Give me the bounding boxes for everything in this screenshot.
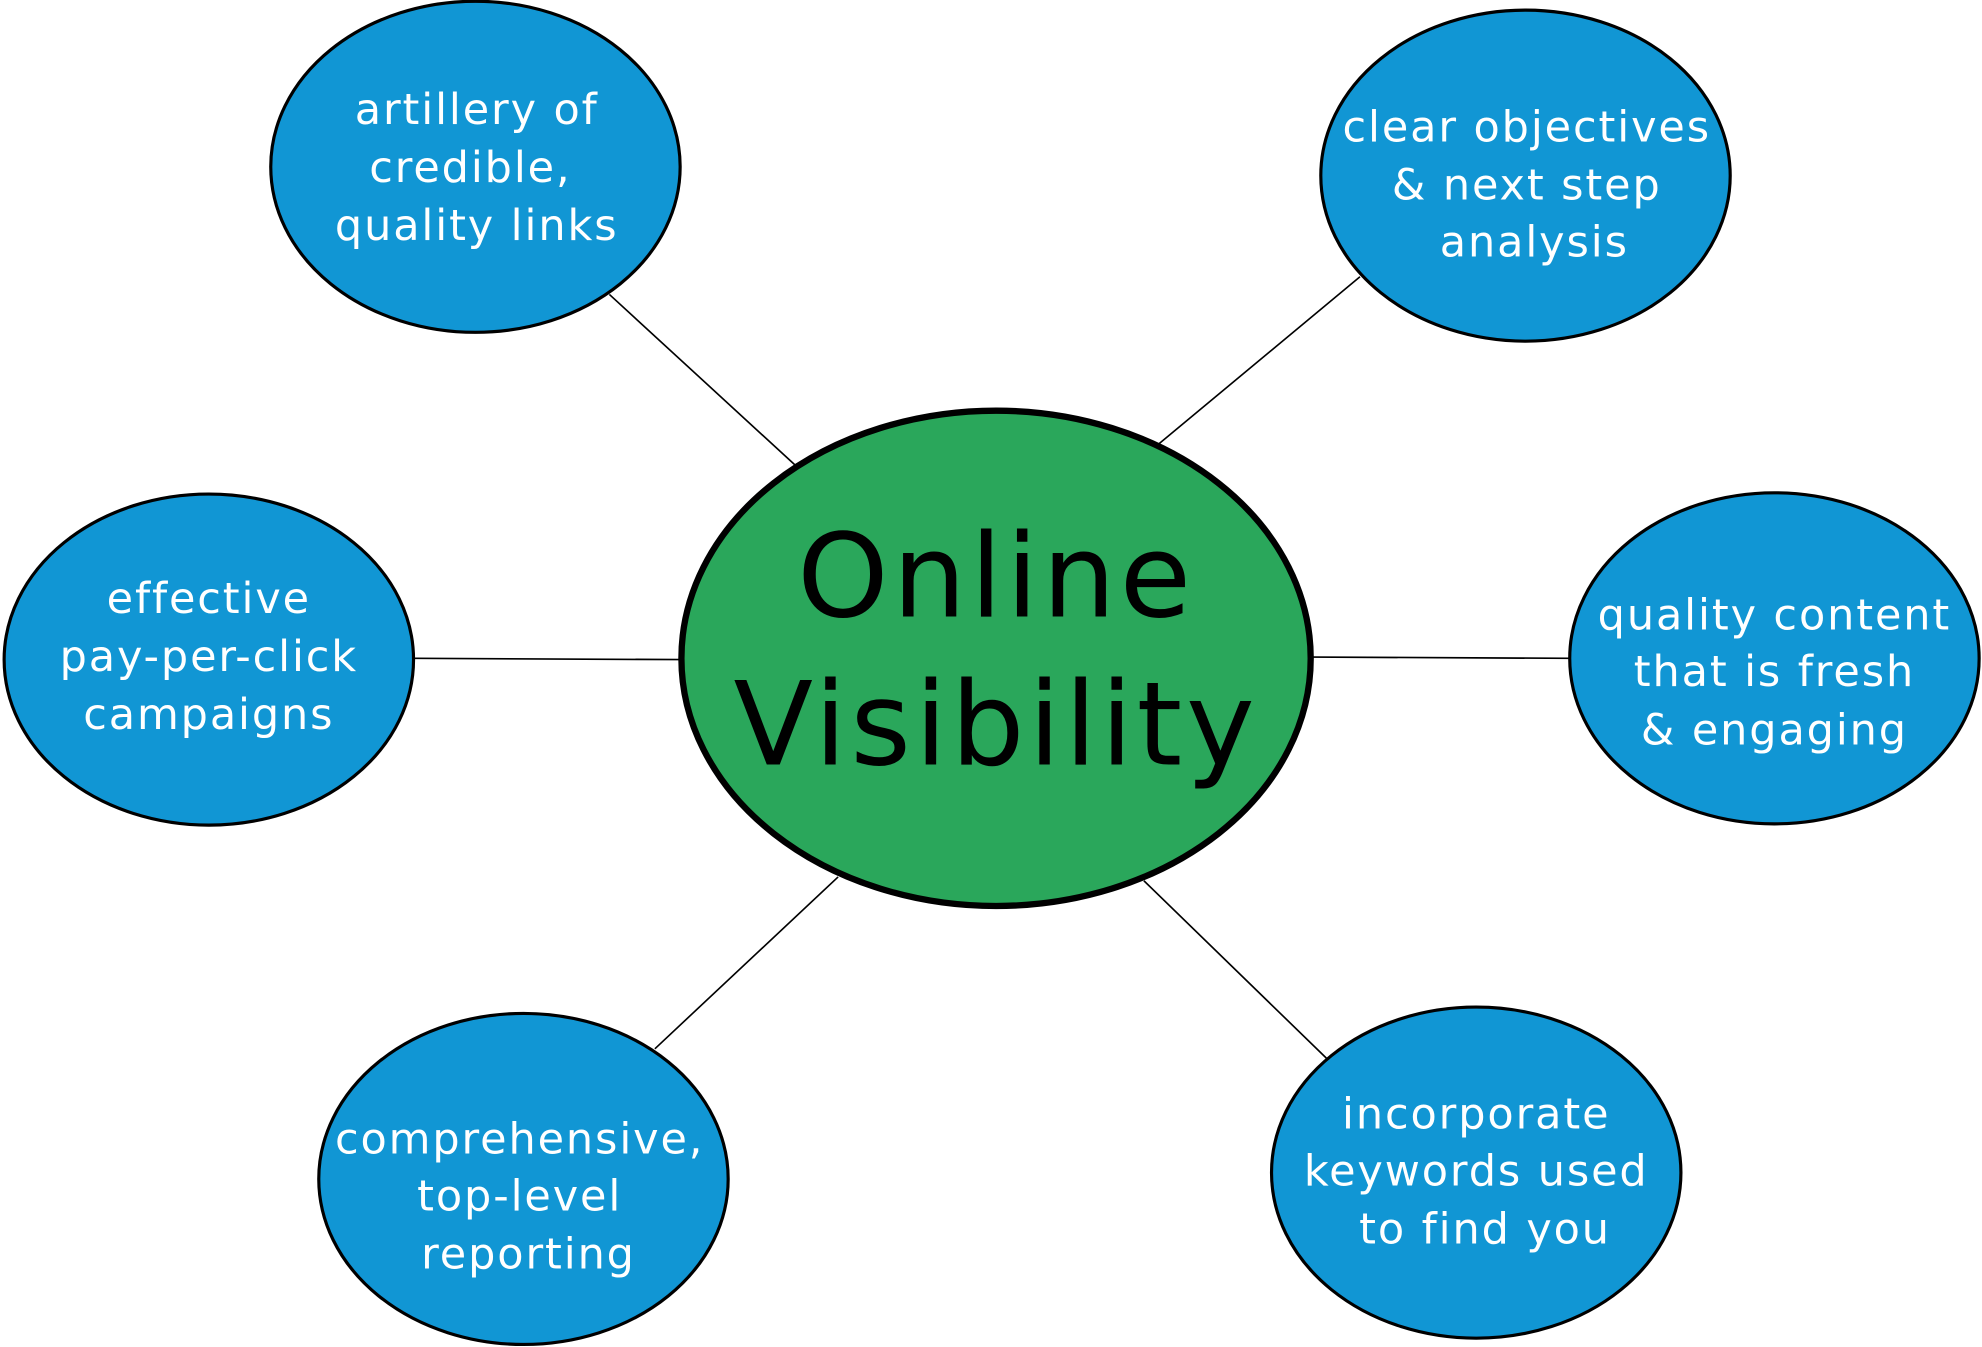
node-text-line: to find you: [1359, 1204, 1611, 1254]
node-text-line: clear objectives: [1343, 103, 1711, 153]
center-node-online-visibility: Online Visibility: [678, 407, 1314, 910]
connector-top-left: [608, 293, 797, 467]
node-text-line: pay-per-click: [60, 632, 358, 682]
node-text-line: campaigns: [83, 690, 334, 740]
connector-bottom-left: [654, 876, 839, 1050]
node-text-line: credible,: [369, 143, 571, 193]
node-keywords: incorporate keywords used to find you: [1269, 1005, 1683, 1340]
node-quality-content: quality content that is fresh & engaging: [1568, 491, 1981, 826]
connector-bottom-right: [1143, 880, 1328, 1060]
node-text-line: analysis: [1440, 218, 1629, 268]
node-text-line: & next step: [1392, 161, 1662, 211]
node-text-line: quality content: [1598, 590, 1951, 640]
node-text-line: artillery of: [355, 85, 599, 135]
node-text-line: & engaging: [1641, 705, 1908, 755]
center-title-line-1: Online: [797, 510, 1195, 645]
connector-middle-right: [1311, 656, 1570, 660]
node-text-line: reporting: [421, 1230, 636, 1280]
node-text-line: comprehensive,: [335, 1115, 704, 1165]
node-text-line: effective: [107, 574, 311, 624]
node-text-line: keywords used: [1304, 1146, 1649, 1196]
node-text-line: top-level: [417, 1172, 622, 1222]
connector-top-right: [1157, 276, 1361, 446]
center-title-line-2: Visibility: [733, 657, 1258, 792]
node-reporting: comprehensive, top-level reporting: [317, 1011, 730, 1347]
node-text-line: quality links: [335, 201, 619, 251]
node-text-line: incorporate: [1342, 1089, 1610, 1139]
node-quality-links: artillery of credible, quality links: [269, 0, 682, 334]
connector-middle-left: [414, 657, 682, 661]
node-pay-per-click: effective pay-per-click campaigns: [2, 492, 416, 827]
node-text-line: that is fresh: [1634, 647, 1915, 697]
node-clear-objectives: clear objectives & next step analysis: [1319, 8, 1732, 343]
